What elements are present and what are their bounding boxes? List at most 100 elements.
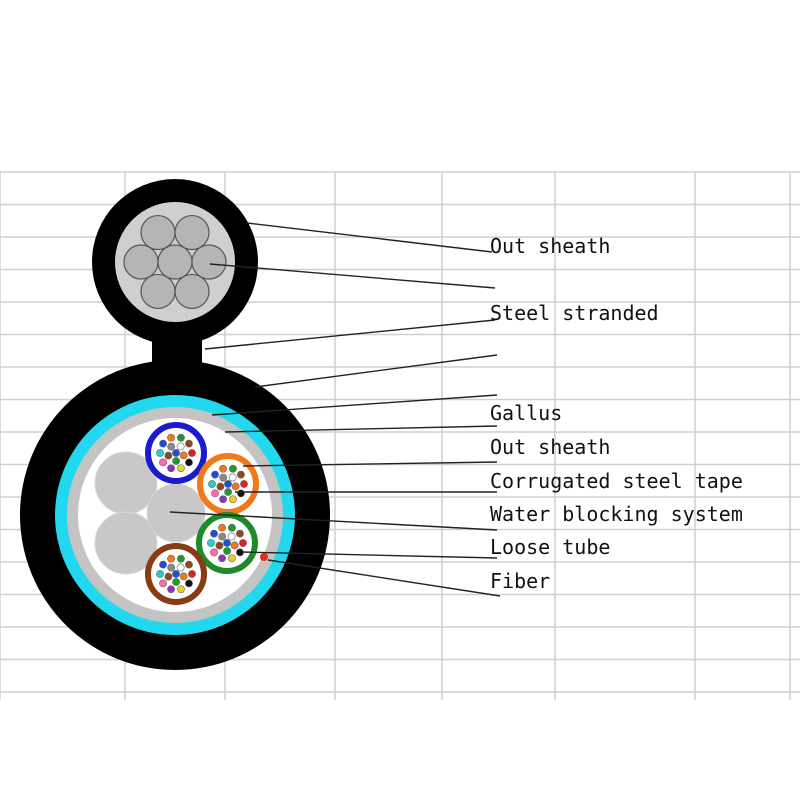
fiber: [177, 585, 185, 594]
fiber: [167, 585, 175, 594]
fiber: [218, 523, 226, 532]
fiber: [228, 554, 236, 563]
filler-rod: [94, 511, 158, 575]
fiber: [185, 579, 193, 588]
loose-tube: [145, 543, 207, 605]
steel-wire: [191, 244, 227, 280]
fiber: [210, 529, 218, 538]
fiber: [172, 570, 180, 578]
fiber: [185, 458, 193, 467]
fiber: [240, 480, 248, 488]
fiber: [237, 489, 245, 498]
fiber: [208, 480, 216, 488]
ripcord: [260, 553, 268, 561]
fiber: [219, 473, 228, 482]
fiber: [218, 532, 227, 541]
label-water-blocking-system: Water blocking system: [490, 502, 743, 526]
leader-fiber: [241, 551, 498, 559]
fiber: [177, 464, 185, 473]
leader-gallus: [211, 394, 498, 416]
fiber: [159, 579, 167, 588]
leader-loose-tube: [169, 511, 498, 531]
fiber: [215, 541, 224, 550]
fiber: [210, 548, 218, 557]
leader-steel-stranded: [209, 263, 496, 289]
label-corrugated-steel-tape: Corrugated steel tape: [490, 469, 743, 493]
steel-wire: [123, 244, 159, 280]
fiber: [218, 554, 226, 563]
fiber: [185, 560, 193, 569]
label-steel-stranded: Steel stranded: [490, 301, 659, 325]
fiber: [223, 547, 232, 555]
fiber: [224, 488, 233, 496]
fiber: [172, 457, 181, 465]
fiber: [159, 439, 167, 448]
fiber: [164, 451, 173, 460]
label-fiber: Fiber: [490, 569, 551, 593]
fiber: [167, 442, 176, 451]
fiber: [164, 572, 173, 581]
leader-main-sheath: [254, 354, 498, 388]
fiber: [229, 464, 237, 473]
fiber: [156, 570, 164, 578]
steel-wire: [174, 273, 210, 310]
fiber: [236, 529, 244, 538]
fiber: [228, 523, 236, 532]
leader-gallus-neck: [204, 319, 496, 350]
label-gallus: Gallus: [490, 401, 563, 425]
fiber: [237, 470, 245, 479]
fiber: [211, 489, 219, 498]
messenger-wire: [92, 179, 258, 390]
steel-wires: [123, 214, 227, 310]
steel-wire: [174, 214, 210, 251]
leader-corrugated-steel-tape: [242, 461, 498, 467]
fiber: [211, 470, 219, 479]
fiber: [156, 449, 164, 457]
fiber: [185, 439, 193, 448]
fiber: [219, 495, 227, 504]
fiber: [176, 442, 185, 451]
fiber: [177, 433, 185, 442]
loose-tube: [196, 512, 258, 574]
steel-wire: [140, 214, 176, 251]
fiber: [159, 458, 167, 467]
fiber: [224, 480, 232, 488]
steel-wire: [157, 244, 193, 280]
fiber: [239, 539, 247, 547]
fiber: [231, 482, 240, 491]
fiber: [172, 578, 181, 586]
fiber: [159, 560, 167, 569]
fiber: [216, 482, 225, 491]
fiber: [207, 539, 215, 547]
leader-lines: [169, 222, 501, 597]
fiber: [177, 554, 185, 563]
loose-tube: [145, 422, 207, 484]
leader-ripcord: [267, 559, 501, 597]
label-out-sheath-top: Out sheath: [490, 234, 611, 258]
fiber: [167, 433, 175, 442]
fiber: [227, 532, 236, 541]
loose-tube: [197, 453, 259, 515]
fiber: [179, 451, 188, 460]
fiber: [188, 449, 196, 457]
loose-tubes: [145, 422, 259, 605]
label-out-sheath: Out sheath: [490, 435, 611, 459]
steel-wire: [140, 273, 176, 310]
fiber: [176, 563, 185, 572]
fiber: [167, 464, 175, 473]
fiber: [228, 473, 237, 482]
fiber: [167, 563, 176, 572]
main-cable: [20, 360, 330, 670]
fiber: [188, 570, 196, 578]
fiber: [219, 464, 227, 473]
leader-out-sheath: [224, 425, 498, 433]
fiber: [167, 554, 175, 563]
fiber: [223, 539, 231, 547]
fiber: [230, 541, 239, 550]
fiber: [229, 495, 237, 504]
label-loose-tube: Loose tube: [490, 535, 611, 559]
fiber: [172, 449, 180, 457]
fiber: [179, 572, 188, 581]
